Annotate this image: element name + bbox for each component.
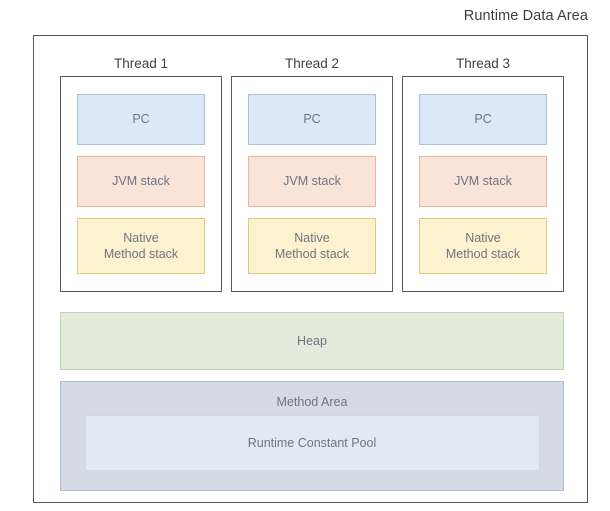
pc-register-box: PC: [419, 94, 547, 146]
native-label-line2: Method stack: [103, 247, 179, 262]
native-label-line1: Native: [123, 230, 159, 245]
thread-label: Thread 3: [455, 56, 511, 71]
native-label-line1: Native: [294, 230, 330, 245]
runtime-constant-pool-box: Runtime Constant Pool: [84, 415, 540, 471]
jvm-stack-box: JVM stack: [419, 156, 547, 208]
native-label-line2: Method stack: [445, 247, 521, 262]
pc-register-box: PC: [77, 94, 205, 146]
jvm-stack-box: JVM stack: [77, 156, 205, 208]
pc-register-box: PC: [248, 94, 376, 146]
jvm-stack-box: JVM stack: [248, 156, 376, 208]
method-area-label: Method Area: [276, 395, 348, 409]
native-label-line2: Method stack: [274, 247, 350, 262]
method-area-box: Method Area Runtime Constant Pool: [60, 381, 564, 491]
thread-label: Thread 1: [113, 56, 169, 71]
runtime-constant-pool-label: Runtime Constant Pool: [247, 436, 377, 450]
thread-label: Thread 2: [284, 56, 340, 71]
heap-label: Heap: [297, 334, 327, 348]
heap-box: Heap: [60, 312, 564, 370]
page-title: Runtime Data Area: [463, 8, 588, 24]
native-label-line1: Native: [465, 230, 501, 245]
